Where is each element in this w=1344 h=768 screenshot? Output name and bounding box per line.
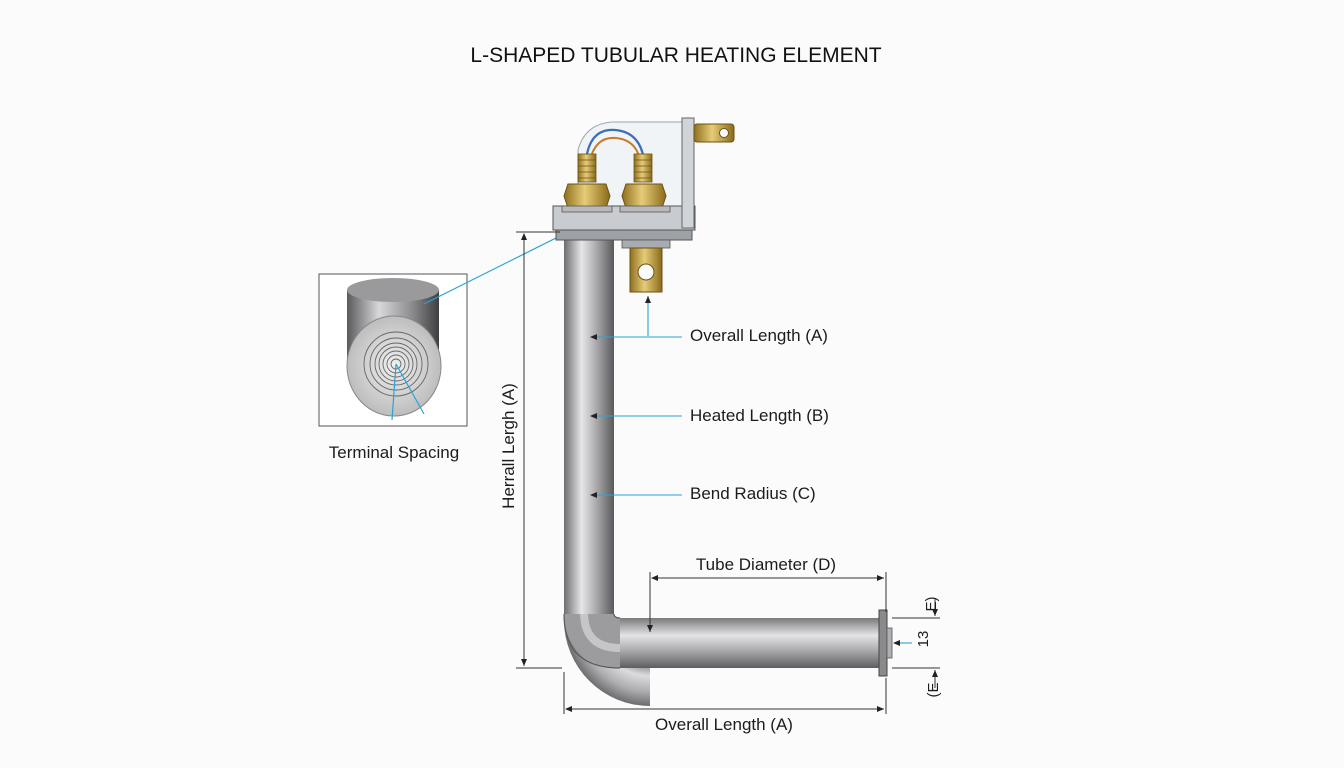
- left-thread-lines: [578, 159, 596, 179]
- terminal-head: [552, 117, 735, 293]
- left-terminal-thread: [577, 153, 597, 183]
- callout-heated-length: Heated Length (B): [690, 406, 829, 425]
- tube-end-stub: [886, 627, 893, 659]
- tube-end-cap: [878, 609, 888, 677]
- inset-cylinder-top: [347, 278, 439, 302]
- tube-diameter-dimension: [649, 572, 887, 632]
- wire-blue: [584, 128, 646, 161]
- right-thread-lines: [634, 159, 652, 179]
- bottom-lug-hole: [637, 263, 655, 281]
- tube-vertical-section-front: [564, 240, 614, 614]
- diagram-title: L-SHAPED TUBULAR HEATING ELEMENT: [470, 44, 881, 67]
- vertical-dimension: [516, 231, 562, 669]
- end-label-top: E): [923, 596, 940, 611]
- tube-bend-shape: [564, 610, 650, 668]
- inset-leader-1: [391, 363, 397, 421]
- wire-orange: [589, 136, 641, 161]
- tube-horizontal-section: [620, 618, 882, 668]
- tube-bend-edge: [563, 613, 621, 669]
- bottom-dimension-label: Overall Length (A): [655, 715, 793, 734]
- end-dimension: [892, 598, 940, 688]
- end-label-bottom: (E: [925, 683, 942, 698]
- left-terminal-washer: [561, 205, 613, 213]
- tube-bend-highlight: [580, 611, 650, 652]
- terminal-spacing-inset: [318, 273, 468, 427]
- side-bracket: [681, 117, 695, 229]
- side-lug-hole: [719, 128, 729, 138]
- bottom-lug: [629, 247, 663, 293]
- callout-leaders: [592, 296, 682, 496]
- bottom-dimension: [563, 672, 887, 714]
- mounting-flange-base: [555, 229, 693, 241]
- bottom-lug-stem: [621, 239, 671, 249]
- callout-dots: [590, 296, 651, 498]
- inset-leader-2: [395, 363, 425, 415]
- vertical-dimension-label: Herrall Lergh (A): [499, 383, 518, 509]
- right-terminal-thread: [633, 153, 653, 183]
- inset-caption: Terminal Spacing: [329, 443, 459, 462]
- end-value: 13: [915, 631, 932, 648]
- inset-concentric-rings: [363, 331, 429, 397]
- end-dimension-arrow: [893, 640, 900, 646]
- right-terminal-washer: [619, 205, 671, 213]
- tube-diameter-tick: [647, 625, 653, 632]
- left-terminal-nut: [563, 183, 611, 209]
- callout-overall-length: Overall Length (A): [690, 326, 828, 345]
- inset-cylinder-face: [346, 315, 442, 417]
- right-terminal-nut: [621, 183, 667, 209]
- callout-bend-radius: Bend Radius (C): [690, 484, 816, 503]
- tube-diameter-label: Tube Diameter (D): [696, 555, 836, 574]
